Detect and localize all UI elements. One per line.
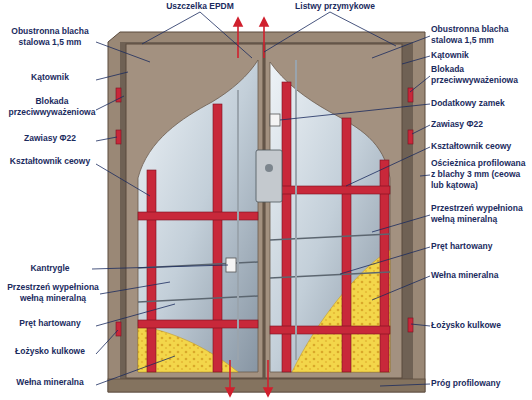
arrow-head xyxy=(226,388,234,396)
callout-label: Przestrzeń wypełniona wełną mineralną xyxy=(431,203,532,225)
leader-line xyxy=(96,72,128,80)
leader-line xyxy=(96,304,175,326)
leader-line xyxy=(411,324,430,326)
channel-profile xyxy=(213,104,222,372)
hinge xyxy=(408,318,413,332)
leader-line xyxy=(372,276,430,300)
callout-label: Kątownik xyxy=(0,72,100,83)
channel-profile xyxy=(270,326,390,334)
callout-label: Kantrygle xyxy=(0,263,100,274)
leader-line xyxy=(280,104,430,120)
leader-line xyxy=(264,12,330,52)
leaf-sheet xyxy=(265,44,402,378)
leader-line xyxy=(372,215,430,232)
arrow-head xyxy=(264,388,272,396)
callout-label: Łożysko kulkowe xyxy=(431,320,532,331)
callout-label: Przestrzeń wypełniona wełną mineralną xyxy=(0,282,106,304)
bolt-rod xyxy=(237,90,239,360)
callout-label: Wełna mineralna xyxy=(431,270,532,281)
leader-line xyxy=(346,147,430,186)
callout-label: Listwy przymykowe xyxy=(280,1,390,12)
callout-label: Blokada przeciwwyważeniowa xyxy=(431,64,532,86)
hardened-rod xyxy=(138,296,258,302)
leader-line xyxy=(420,175,430,176)
bolt-arrows xyxy=(226,18,272,396)
cutaway-interior xyxy=(138,60,258,372)
frame-profile xyxy=(108,32,425,392)
callout-label: Obustronna blacha stalowa 1,5 mm xyxy=(431,24,532,46)
callout-label: Obustronna blacha stalowa 1,5 mm xyxy=(0,26,100,48)
hinge xyxy=(116,322,121,336)
callout-label: Zawiasy Φ22 xyxy=(0,133,100,144)
hinges xyxy=(116,88,413,336)
leader-line xyxy=(372,36,430,58)
leader-line xyxy=(330,12,396,46)
callout-label: Łożysko kulkowe xyxy=(0,346,100,357)
arrow-head xyxy=(234,18,242,26)
leader-line xyxy=(96,164,150,196)
door-frame xyxy=(108,32,425,392)
leader-line xyxy=(402,56,430,64)
callout-label: Pręt hartowany xyxy=(0,318,100,329)
leader-line xyxy=(96,137,117,141)
leader-lines xyxy=(92,12,430,386)
callout-label: Kształtownik ceowy xyxy=(431,141,532,152)
callout-label: Kształtownik ceowy xyxy=(0,156,100,167)
leader-line xyxy=(96,330,118,354)
leader-line xyxy=(96,42,150,62)
channel-profile xyxy=(138,320,258,328)
leader-line xyxy=(96,96,124,110)
bolt-rod xyxy=(295,60,297,360)
leader-line xyxy=(200,12,252,58)
leader-line xyxy=(96,356,175,385)
hinge xyxy=(408,130,413,144)
extra-lock xyxy=(270,114,280,126)
callout-label: Pręt hartowany xyxy=(431,241,532,252)
channel-profile xyxy=(147,170,156,372)
leader-line xyxy=(380,384,430,386)
leader-line xyxy=(412,125,430,134)
callout-label: Zawiasy Φ22 xyxy=(431,119,532,130)
hardened-rod xyxy=(270,272,390,278)
right-leaf xyxy=(256,44,402,378)
callout-label: Próg profilowany xyxy=(431,378,532,389)
frame-opening xyxy=(120,42,413,380)
callout-label: Dodatkowy zamek xyxy=(431,98,532,109)
callout-label: Wełna mineralna xyxy=(0,377,100,388)
callout-label: Ościeżnica profilowana z blachy 3 mm (ce… xyxy=(431,158,532,191)
hardened-rod xyxy=(270,234,390,240)
callout-label: Kątownik xyxy=(431,50,532,61)
leaf-sheet xyxy=(126,44,263,378)
callout-label: Blokada przeciwwyważeniowa xyxy=(0,96,104,118)
leader-line xyxy=(142,12,200,44)
arrow-shaft xyxy=(267,360,269,390)
arrow-shaft xyxy=(263,24,265,58)
mineral-wool xyxy=(292,250,390,372)
leader-line xyxy=(410,76,430,92)
cutaway-interior xyxy=(270,62,390,372)
arrow-head xyxy=(260,18,268,26)
channel-profile xyxy=(138,212,258,220)
lock-cylinder xyxy=(265,164,273,172)
arrow-shaft xyxy=(237,24,239,58)
left-leaf xyxy=(126,44,263,378)
channel-profile xyxy=(270,186,390,194)
leader-line xyxy=(340,247,430,274)
arrow-shaft xyxy=(229,360,231,390)
callout-label: Uszczelka EPDM xyxy=(150,1,250,12)
main-lock xyxy=(256,150,282,202)
leader-line xyxy=(100,282,170,294)
leader-line xyxy=(92,265,228,269)
